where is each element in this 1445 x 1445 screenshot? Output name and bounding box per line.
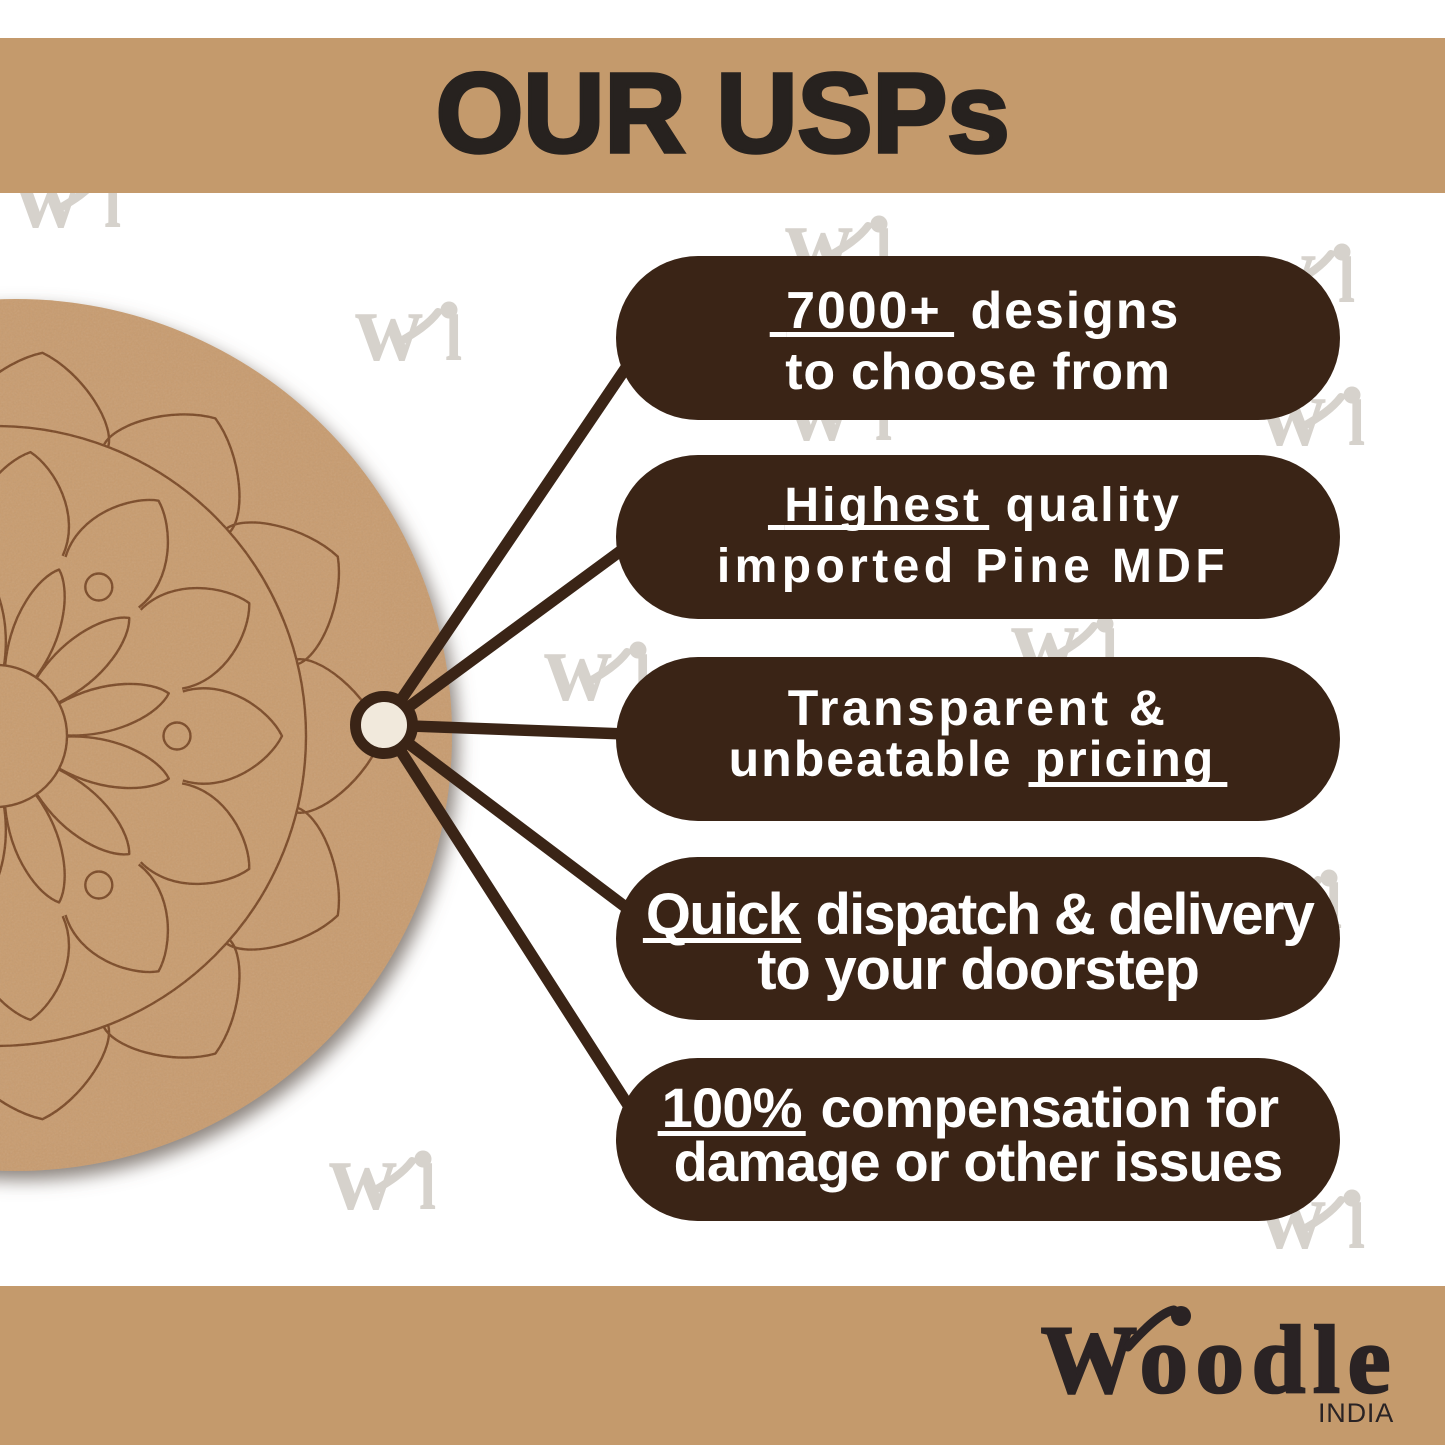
svg-text:Woodle: Woodle [1041, 1306, 1398, 1413]
svg-text:INDIA: INDIA [1318, 1398, 1394, 1428]
